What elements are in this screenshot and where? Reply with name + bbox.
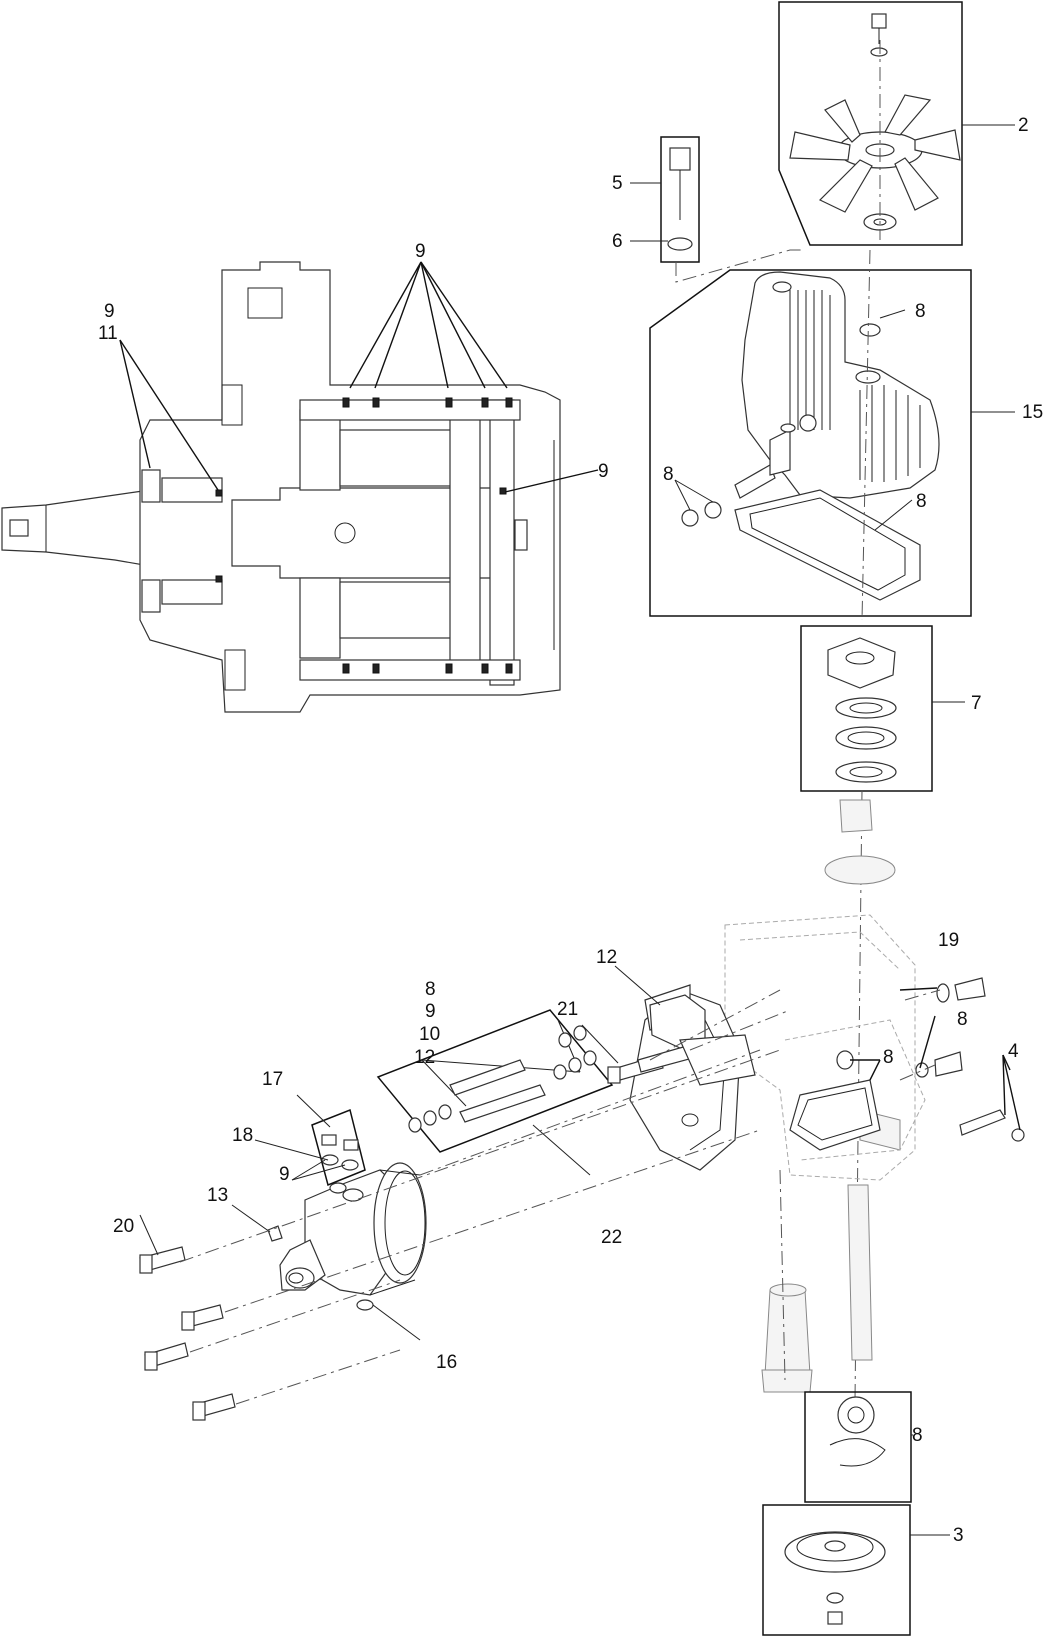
callout-3: 3 xyxy=(953,1525,964,1546)
callout-8-mid: 8 xyxy=(883,1047,894,1068)
callout-8-19: 8 xyxy=(957,1009,968,1030)
callout-8-gasket: 8 xyxy=(916,491,927,512)
callout-18: 18 xyxy=(232,1125,253,1146)
pulley-assembly xyxy=(762,1504,950,1636)
callout-8-bottom: 8 xyxy=(912,1425,923,1446)
dipstick-assembly xyxy=(630,136,805,283)
callout-21: 21 xyxy=(557,999,578,1020)
callout-8-nut: 8 xyxy=(915,301,926,322)
thrust-bearing-assembly xyxy=(800,625,965,792)
callout-20: 20 xyxy=(113,1216,134,1237)
callout-8-stack: 8 xyxy=(425,979,436,1000)
fan-assembly xyxy=(778,1,1015,246)
lower-bearing-kit xyxy=(804,1391,913,1503)
callout-13: 13 xyxy=(207,1185,228,1206)
callout-9-top: 9 xyxy=(415,241,426,262)
callout-10-stack: 10 xyxy=(419,1024,440,1045)
callout-11: 11 xyxy=(98,323,118,344)
leader-lines xyxy=(119,261,1021,1131)
callout-22: 22 xyxy=(601,1227,622,1248)
callout-4: 4 xyxy=(1008,1041,1019,1062)
callout-15: 15 xyxy=(1022,402,1043,423)
spool-kit xyxy=(376,1009,614,1176)
callout-17: 17 xyxy=(262,1069,283,1090)
callout-8-a: 8 xyxy=(663,464,674,485)
seal-marks xyxy=(215,397,513,674)
callout-5: 5 xyxy=(612,173,623,194)
callout-9: 9 xyxy=(104,301,115,322)
transaxle-cross-section xyxy=(1,261,561,713)
callout-12-stack: 12 xyxy=(414,1047,435,1068)
callout-16: 16 xyxy=(436,1352,457,1373)
bolts xyxy=(139,1024,694,1421)
callout-7: 7 xyxy=(971,693,982,714)
cooling-fins xyxy=(789,290,921,482)
callout-12-top: 12 xyxy=(596,947,617,968)
callout-9-right: 9 xyxy=(598,461,609,482)
check-valve-kit xyxy=(254,1094,366,1187)
callout-6: 6 xyxy=(612,231,623,252)
callout-9-left: 9 xyxy=(279,1164,290,1185)
valve-fittings xyxy=(789,977,1025,1151)
hydraulic-pump-assembly xyxy=(279,984,741,1341)
bracket xyxy=(614,965,756,1086)
callout-9-stack: 9 xyxy=(425,1001,436,1022)
callout-19: 19 xyxy=(938,930,959,951)
assembly-centerlines xyxy=(179,989,941,1405)
callout-2: 2 xyxy=(1018,115,1029,136)
callout-labels: 2 5 6 9 8 9 11 15 9 8 8 7 19 12 8 8 9 21… xyxy=(98,115,1043,1546)
housing-cover-assembly xyxy=(649,269,1015,617)
